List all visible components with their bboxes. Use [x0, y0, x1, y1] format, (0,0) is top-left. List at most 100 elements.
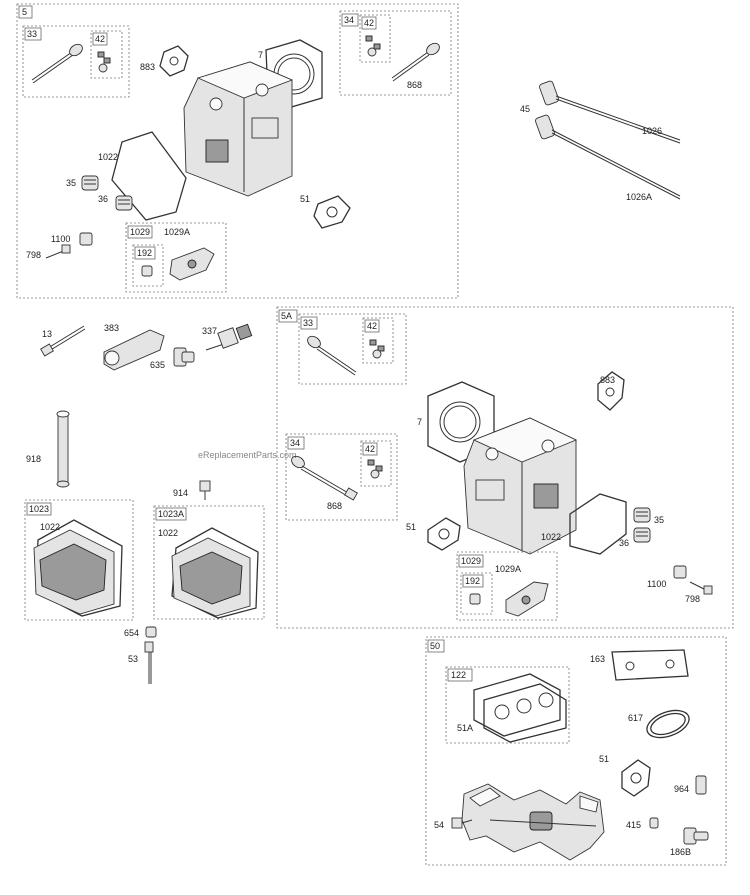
- fitting-186B: [683, 827, 709, 845]
- group-1023-label: 1023: [29, 504, 49, 514]
- label-51-b: 51: [406, 522, 416, 532]
- group-1023A: 1023A 1022: [153, 505, 265, 620]
- clip-415: [649, 817, 659, 829]
- label-35-b: 35: [654, 515, 664, 525]
- group-42d-label: 42: [365, 444, 375, 454]
- group-5: 5 33 42 34 42: [16, 3, 459, 299]
- watermark: eReplacementParts.com: [198, 450, 297, 460]
- tube-918: [56, 410, 70, 488]
- group-5A: 5A 33 42 34 42: [276, 306, 734, 629]
- label-1022-cover-b: 1022: [158, 528, 178, 538]
- label-45: 45: [520, 104, 530, 114]
- push-rods: 45 1026 1026A: [520, 80, 681, 202]
- bolt-13: [40, 325, 86, 357]
- gasket-51: [313, 195, 351, 229]
- label-54: 54: [434, 820, 444, 830]
- group-5A-box: [276, 306, 734, 629]
- group-42-label: 42: [95, 34, 105, 44]
- exhaust-valve: [391, 42, 440, 82]
- group-192b-label: 192: [465, 576, 480, 586]
- group-33b-label: 33: [303, 318, 313, 328]
- group-122-label: 122: [451, 670, 466, 680]
- label-383: 383: [104, 323, 119, 333]
- group-50-label: 50: [430, 641, 440, 651]
- group-42c-label: 42: [367, 321, 377, 331]
- group-34b-box: [285, 433, 398, 521]
- group-5-label: 5: [22, 7, 27, 17]
- group-122-box: [445, 666, 570, 744]
- group-122-tag: [447, 668, 473, 682]
- label-654: 654: [124, 628, 139, 638]
- group-192-tag: [134, 246, 156, 260]
- group-33-tag: [24, 27, 42, 41]
- group-42d-box: [360, 440, 392, 487]
- cover-gasket-1022: [111, 131, 187, 221]
- group-50-box: [425, 636, 727, 866]
- screw-798: [45, 244, 71, 259]
- loose-parts: 13 383 337 635 918 914: [26, 323, 253, 500]
- group-192-label: 192: [137, 248, 152, 258]
- part-1100: [79, 232, 93, 246]
- group-33b-tag: [300, 316, 318, 330]
- label-868-b: 868: [327, 501, 342, 511]
- group-1029b-label: 1029: [461, 556, 481, 566]
- group-42-tag: [92, 32, 108, 46]
- group-192b-tag: [462, 574, 484, 588]
- group-1029b-box: [456, 551, 558, 621]
- breather-383: [103, 329, 165, 371]
- label-35: 35: [66, 178, 76, 188]
- group-42d-tag: [362, 442, 378, 456]
- valve-keepers-d: [367, 459, 383, 479]
- group-42b-label: 42: [364, 18, 374, 28]
- label-13: 13: [42, 329, 52, 339]
- cylinder-head: [183, 61, 294, 197]
- group-5A-tag: [278, 309, 298, 323]
- intake-manifold: [461, 783, 605, 861]
- intake-valve: [31, 43, 83, 84]
- valve-keepers: [97, 51, 111, 73]
- screw-914: [199, 480, 211, 500]
- group-1023-tag: [26, 502, 52, 516]
- valve-spring-35-b: [633, 507, 651, 523]
- cover-gasket-1022-b: [569, 493, 627, 555]
- label-1029A-b: 1029A: [495, 564, 521, 574]
- label-914: 914: [173, 488, 188, 498]
- group-42c-tag: [364, 319, 380, 333]
- group-33-label: 33: [27, 29, 37, 39]
- label-1100: 1100: [51, 234, 70, 244]
- screw-798-b: [689, 581, 713, 595]
- gasket-51-c: [621, 759, 651, 797]
- valve-cover-b: [171, 527, 259, 619]
- label-617: 617: [628, 713, 643, 723]
- rocker-nut: [141, 265, 153, 277]
- valve-spring-36-b: [633, 527, 651, 543]
- label-7: 7: [258, 50, 263, 60]
- group-1029-tag: [127, 225, 153, 239]
- valve-keepers-b: [365, 35, 381, 57]
- rocker-arm-1029A-b: [505, 581, 549, 617]
- group-42b-tag: [361, 16, 377, 30]
- group-1023: 1023 1022: [24, 499, 134, 621]
- label-1026A: 1026A: [626, 192, 652, 202]
- label-415: 415: [626, 820, 641, 830]
- label-36: 36: [98, 194, 108, 204]
- o-ring-617: [646, 709, 690, 739]
- group-42b-box: [359, 14, 391, 63]
- group-42c-box: [362, 317, 394, 364]
- label-163: 163: [590, 654, 605, 664]
- group-33b-box: [298, 313, 407, 385]
- intake-valve-b: [307, 335, 357, 376]
- label-1026: 1026: [642, 126, 662, 136]
- screw-54: [451, 817, 473, 829]
- label-7-b: 7: [417, 417, 422, 427]
- group-5-box: [16, 3, 459, 299]
- gasket-163: [611, 649, 689, 681]
- group-1029-box: [125, 222, 227, 293]
- part-964: [695, 775, 707, 795]
- group-5-tag: [18, 5, 33, 19]
- stud-53: [144, 641, 154, 684]
- label-883-b: 883: [600, 375, 615, 385]
- label-1100-b: 1100: [647, 579, 666, 589]
- exhaust-valve-b: [291, 455, 358, 501]
- valve-spring-35: [81, 175, 99, 191]
